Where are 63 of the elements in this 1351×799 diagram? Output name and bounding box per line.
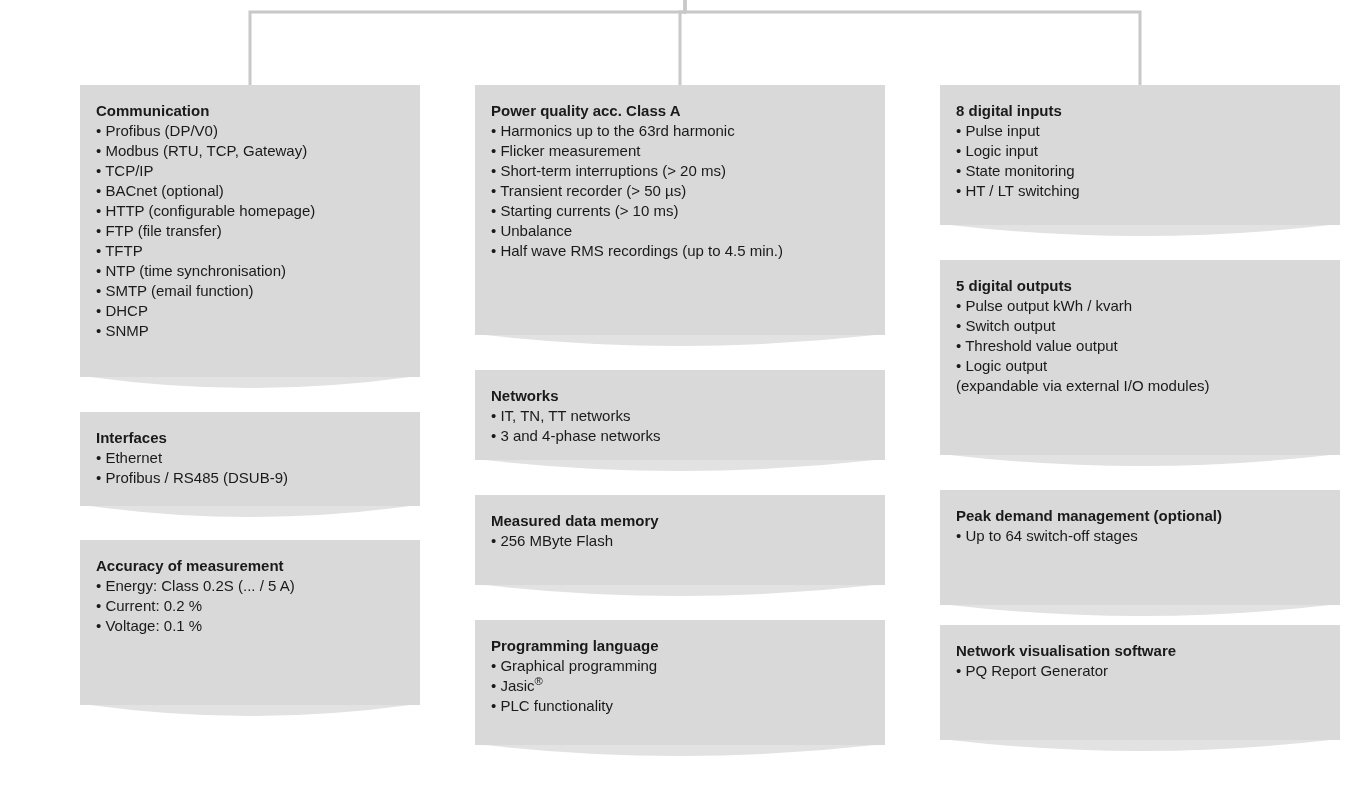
- panel-heading: Communication: [96, 101, 211, 121]
- panel-heading: Power quality acc. Class A: [491, 101, 682, 121]
- list-item: • PLC functionality: [491, 696, 614, 716]
- info-panel: [80, 412, 420, 506]
- list-item: • Short-term interruptions (> 20 ms): [491, 161, 727, 181]
- info-panel: [475, 495, 885, 585]
- list-item: • 256 MByte Flash: [491, 531, 614, 551]
- list-item: • Profibus / RS485 (DSUB-9): [96, 468, 289, 488]
- list-item: • Half wave RMS recordings (up to 4.5 min.): [491, 241, 785, 261]
- panel-heading: Measured data memory: [491, 511, 660, 531]
- list-item: • SNMP: [96, 321, 150, 341]
- list-item: • Up to 64 switch-off stages: [956, 526, 1139, 546]
- list-item: • Logic output: [956, 356, 1049, 376]
- list-item: • Profibus (DP/V0): [96, 121, 219, 141]
- list-item: • HT / LT switching: [956, 181, 1081, 201]
- list-item: • State monitoring: [956, 161, 1076, 181]
- list-item: • Harmonics up to the 63rd harmonic: [491, 121, 736, 141]
- list-item: • Transient recorder (> 50 µs): [491, 181, 688, 201]
- info-panel: [80, 540, 420, 705]
- panel-heading: Accuracy of measurement: [96, 556, 285, 576]
- list-item: • Switch output: [956, 316, 1057, 336]
- list-item: • TFTP: [96, 241, 144, 261]
- list-item: • Starting currents (> 10 ms): [491, 201, 680, 221]
- list-item: (expandable via external I/O modules): [956, 376, 1211, 396]
- list-item: • Pulse input: [956, 121, 1041, 141]
- list-item: • Voltage: 0.1 %: [96, 616, 204, 636]
- list-item: • Logic input: [956, 141, 1039, 161]
- info-panel: [475, 370, 885, 460]
- list-item: • FTP (file transfer): [96, 221, 223, 241]
- info-panel: [940, 625, 1340, 740]
- list-item: • Flicker measurement: [491, 141, 642, 161]
- panel-heading: 8 digital inputs: [956, 101, 1063, 121]
- panel-heading: 5 digital outputs: [956, 276, 1073, 296]
- list-item: • Threshold value output: [956, 336, 1119, 356]
- list-item: • TCP/IP: [96, 161, 155, 181]
- list-item: • Energy: Class 0.2S (... / 5 A): [96, 576, 296, 596]
- list-item: • HTTP (configurable homepage): [96, 201, 317, 221]
- list-item: • NTP (time synchronisation): [96, 261, 288, 281]
- connector-line: [683, 0, 1142, 85]
- list-item: • Jasic$^{®}$: [491, 676, 544, 696]
- info-panel: [475, 620, 885, 745]
- panel-heading: Peak demand management (optional): [956, 506, 1223, 526]
- info-panel: [940, 85, 1340, 225]
- list-item: • 3 and 4-phase networks: [491, 426, 662, 446]
- list-item: • Pulse output kWh / kvarh: [956, 296, 1134, 316]
- list-item: • Modbus (RTU, TCP, Gateway): [96, 141, 309, 161]
- info-panel: [940, 490, 1340, 605]
- panel-heading: Networks: [491, 386, 560, 406]
- list-item: • Graphical programming: [491, 656, 659, 676]
- list-item: • Unbalance: [491, 221, 574, 241]
- list-item: • BACnet (optional): [96, 181, 225, 201]
- list-item: • DHCP: [96, 301, 149, 321]
- list-item: • Current: 0.2 %: [96, 596, 204, 616]
- list-item: • Ethernet: [96, 448, 164, 468]
- info-panel: [475, 85, 885, 335]
- panel-heading: Interfaces: [96, 428, 168, 448]
- info-panel: [940, 260, 1340, 455]
- list-item: • SMTP (email function): [96, 281, 255, 301]
- panel-heading: Programming language: [491, 636, 660, 656]
- panel-heading: Network visualisation software: [956, 641, 1178, 661]
- list-item: • IT, TN, TT networks: [491, 406, 632, 426]
- info-panel: [80, 85, 420, 377]
- list-item: • PQ Report Generator: [956, 661, 1109, 681]
